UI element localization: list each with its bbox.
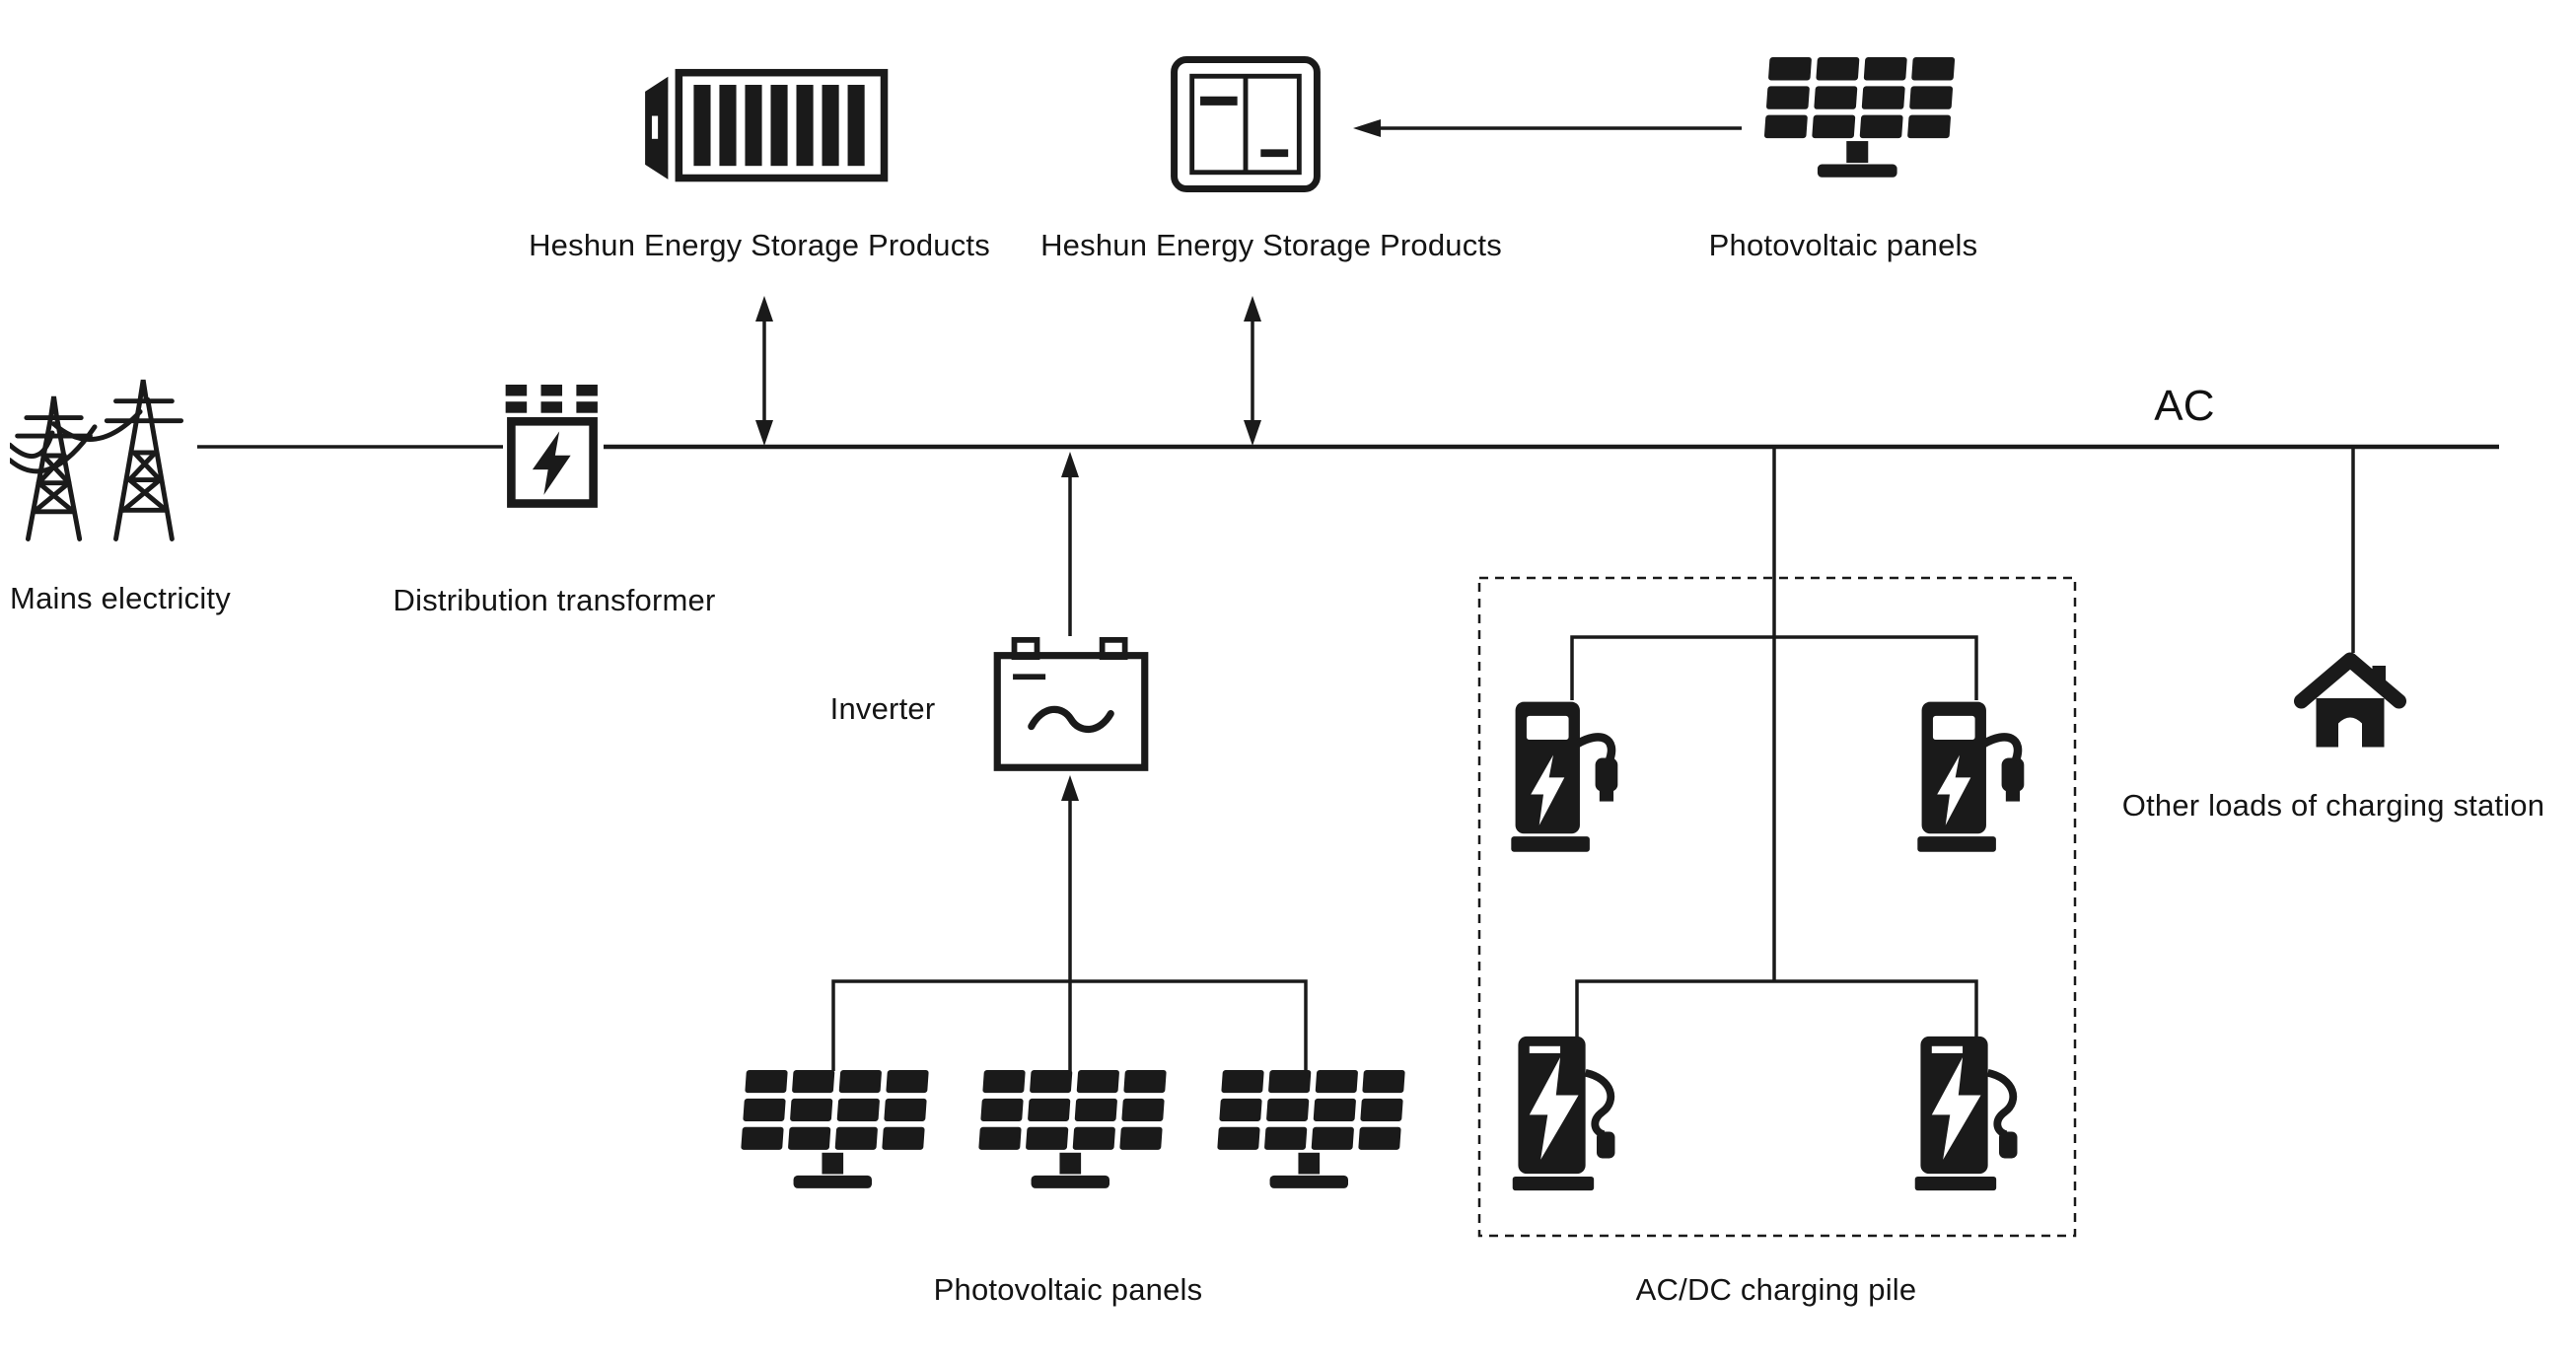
ev-charger-cable-icon [1913,1034,2032,1193]
arrowhead-down-icon [1244,420,1261,446]
transformer-icon [499,385,606,515]
label-other-loads: Other loads of charging station [2121,788,2545,823]
energy-storage-cabinet-icon [1169,55,1323,193]
label-storage-cabinet: Heshun Energy Storage Products [1040,228,1502,262]
label-mains-electricity: Mains electricity [10,581,231,615]
ev-charger-nozzle-icon [1511,696,1629,856]
ev-charger-nozzle-icon [1917,696,2036,856]
label-storage-container: Heshun Energy Storage Products [529,228,990,262]
charging-pile-dashed-box [1477,576,2077,1238]
solar-panel-icon [1211,1070,1408,1198]
arrowhead-up-icon [1244,296,1261,322]
label-pv-top: Photovoltaic panels [1708,228,1978,262]
energy-storage-container-icon [631,59,899,183]
label-ac-bus: AC [2154,382,2215,430]
inverter-icon [988,637,1154,773]
solar-panel-icon [1755,57,1961,187]
arrowhead-down-icon [755,420,773,446]
arrowhead-up-icon [1061,452,1079,477]
ev-charger-cable-icon [1511,1034,1629,1193]
charger-bottom-bracket [1575,979,1978,1038]
arrowhead-up-icon [1061,775,1079,801]
label-pv-bottom: Photovoltaic panels [933,1272,1203,1307]
label-distribution-transformer: Distribution transformer [393,583,716,617]
transmission-towers-icon [10,363,199,548]
solar-panel-icon [735,1070,932,1198]
charger-top-bracket [1570,635,1978,700]
house-icon [2294,651,2406,752]
label-inverter: Inverter [829,691,936,726]
solar-panel-icon [972,1070,1170,1198]
arrowhead-left-icon [1353,119,1381,137]
label-charging-pile: AC/DC charging pile [1635,1272,1917,1307]
arrowhead-up-icon [755,296,773,322]
